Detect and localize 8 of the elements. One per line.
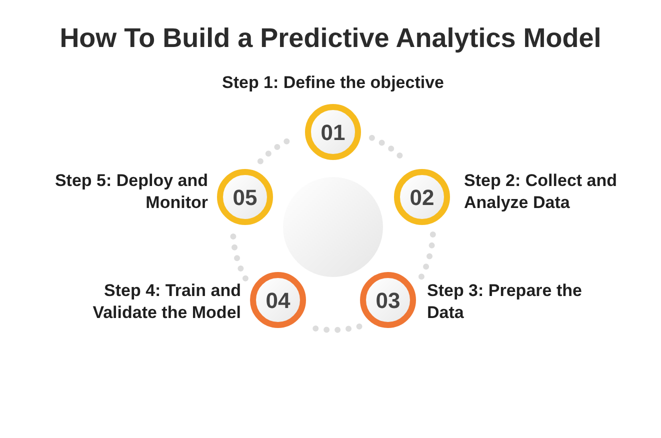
step-label: Step 2: Collect and Analyze Data — [464, 170, 618, 214]
dotted-connector — [418, 232, 436, 282]
step-label: Step 5: Deploy and Monitor — [54, 170, 208, 214]
title: How To Build a Predictive Analytics Model — [58, 22, 602, 55]
step-label: Step 3: Prepare the Data — [427, 280, 583, 324]
step-label: Step 1: Define the objective — [221, 72, 445, 94]
dotted-connector — [230, 231, 248, 282]
step-label: Step 4: Train and Validate the Model — [92, 280, 241, 324]
